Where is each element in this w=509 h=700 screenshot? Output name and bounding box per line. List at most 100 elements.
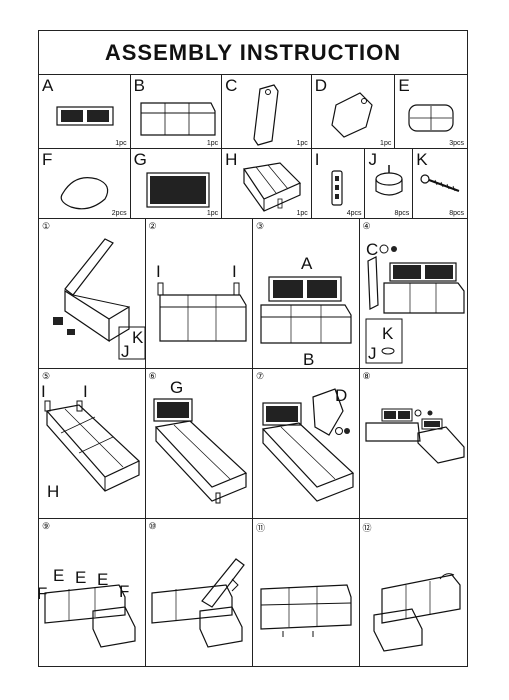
part-label: E bbox=[398, 76, 410, 95]
step-number: ⑧ bbox=[362, 371, 371, 381]
part-k: K 8pcs bbox=[413, 149, 467, 218]
step-number: ⑩ bbox=[148, 521, 157, 531]
step-5: ⑤ I I H bbox=[39, 369, 146, 518]
part-label: J bbox=[368, 150, 377, 169]
step-8-illustration bbox=[364, 408, 465, 464]
step-4-illustration: C K J bbox=[365, 240, 465, 364]
step-3-illustration: A B bbox=[260, 254, 352, 369]
part-qty: 1pc bbox=[296, 140, 308, 147]
step-1: ① J K bbox=[39, 219, 146, 368]
part-qty: 8pcs bbox=[394, 210, 410, 217]
step-12: ⑫ bbox=[360, 519, 468, 666]
part-d: D 1pc bbox=[312, 75, 396, 148]
steps-row-1: ① J K ② I I bbox=[39, 219, 467, 369]
part-qty: 3pcs bbox=[449, 140, 464, 147]
step-2-illustration: I I bbox=[156, 262, 247, 342]
foot-illustration bbox=[375, 165, 404, 196]
part-label: C bbox=[225, 76, 238, 95]
throw-pillow-illustration bbox=[60, 177, 109, 210]
step-9-tag-f-right: F bbox=[119, 582, 129, 601]
step-5-illustration: I I H bbox=[41, 382, 141, 501]
step-number: ⑤ bbox=[42, 371, 51, 381]
step-number: ⑥ bbox=[148, 371, 157, 381]
step-5-tag-i-right: I bbox=[83, 382, 88, 401]
screw-illustration bbox=[420, 174, 460, 192]
step-number: ② bbox=[148, 221, 157, 231]
part-g: G 1pc bbox=[131, 149, 223, 218]
step-3: ③ A B bbox=[253, 219, 360, 369]
step-3-tag-b: B bbox=[303, 350, 314, 369]
step-12-illustration bbox=[372, 573, 461, 652]
part-qty: 2pcs bbox=[111, 210, 127, 217]
armrest-illustration bbox=[253, 84, 279, 146]
step-10: ⑩ bbox=[146, 519, 253, 666]
part-qty: 4pcs bbox=[346, 210, 362, 217]
step-9-tag-f-left: F bbox=[39, 584, 47, 603]
part-label: F bbox=[42, 150, 53, 169]
part-qty: 1pc bbox=[206, 210, 219, 217]
step-5-tag-i-left: I bbox=[41, 382, 46, 401]
part-i: I 4pcs bbox=[312, 149, 366, 218]
page-title: ASSEMBLY INSTRUCTION bbox=[39, 31, 467, 75]
part-label: G bbox=[133, 150, 147, 169]
step-9-illustration: E E E F F bbox=[39, 566, 136, 648]
part-qty: 8pcs bbox=[449, 210, 465, 217]
chaise-base-illustration bbox=[243, 162, 302, 212]
step-10-illustration bbox=[150, 558, 245, 648]
step-2-tag-i-right: I bbox=[232, 262, 237, 281]
step-6-illustration: G bbox=[152, 378, 247, 504]
part-label: D bbox=[314, 76, 328, 95]
step-3-tag-a: A bbox=[301, 254, 313, 273]
parts-row-2: F 2pcs G 1pc H 1pc bbox=[39, 149, 467, 219]
step-4: ④ C K J bbox=[360, 219, 468, 368]
part-a: A 1pc bbox=[39, 75, 131, 148]
step-4-tag-k: K bbox=[382, 324, 394, 343]
part-qty: 1pc bbox=[115, 140, 127, 147]
step-1-illustration: J K bbox=[53, 238, 146, 361]
seat-base-illustration bbox=[139, 102, 216, 136]
part-f: F 2pcs bbox=[39, 149, 131, 218]
steps-row-2: ⑤ I I H ⑥ G bbox=[39, 369, 467, 519]
step-7: ⑦ D bbox=[253, 369, 360, 518]
part-label: H bbox=[225, 150, 238, 169]
part-qty: 1pc bbox=[206, 140, 219, 147]
step-number: ⑨ bbox=[42, 521, 51, 531]
step-5-tag-h: H bbox=[47, 482, 59, 501]
step-number: ④ bbox=[362, 221, 371, 231]
step-number: ⑦ bbox=[256, 371, 265, 381]
step-9-tag-e-1: E bbox=[53, 566, 64, 585]
part-b: B 1pc bbox=[131, 75, 223, 148]
step-8: ⑧ bbox=[360, 369, 468, 518]
step-number: ⑪ bbox=[256, 523, 266, 533]
step-number: ① bbox=[42, 221, 51, 231]
step-6: ⑥ G bbox=[146, 369, 253, 518]
step-9-tag-e-3: E bbox=[97, 570, 108, 589]
step-number: ③ bbox=[256, 221, 265, 231]
parts-row-1: A 1pc B 1pc C 1pc bbox=[39, 75, 467, 149]
part-label: I bbox=[314, 150, 320, 169]
part-label: A bbox=[42, 76, 54, 95]
step-2-tag-i-left: I bbox=[156, 262, 161, 281]
side-panel-illustration bbox=[331, 92, 373, 138]
step-11-illustration bbox=[260, 584, 352, 637]
part-qty: 1pc bbox=[296, 210, 308, 217]
step-1-tag-j: J bbox=[121, 342, 130, 361]
backrest-panel-illustration bbox=[56, 106, 114, 126]
part-e: E 3pcs bbox=[395, 75, 467, 148]
part-label: K bbox=[416, 150, 428, 169]
step-7-illustration: D bbox=[261, 386, 355, 502]
step-number: ⑫ bbox=[362, 523, 372, 533]
back-frame-illustration bbox=[145, 172, 210, 208]
part-h: H 1pc bbox=[222, 149, 312, 218]
part-qty: 1pc bbox=[380, 140, 392, 147]
step-4-tag-c: C bbox=[366, 240, 378, 259]
step-2: ② I I bbox=[146, 219, 253, 368]
step-4-tag-j: J bbox=[368, 344, 377, 363]
part-j: J 8pcs bbox=[365, 149, 414, 218]
step-11: ⑪ bbox=[253, 519, 360, 666]
steps-row-3: ⑨ E E E F F ⑩ ⑪ bbox=[39, 519, 467, 666]
step-9-tag-e-2: E bbox=[75, 568, 86, 587]
back-cushion-illustration bbox=[408, 104, 454, 132]
part-label: B bbox=[133, 76, 145, 95]
step-6-tag-g: G bbox=[170, 378, 183, 397]
